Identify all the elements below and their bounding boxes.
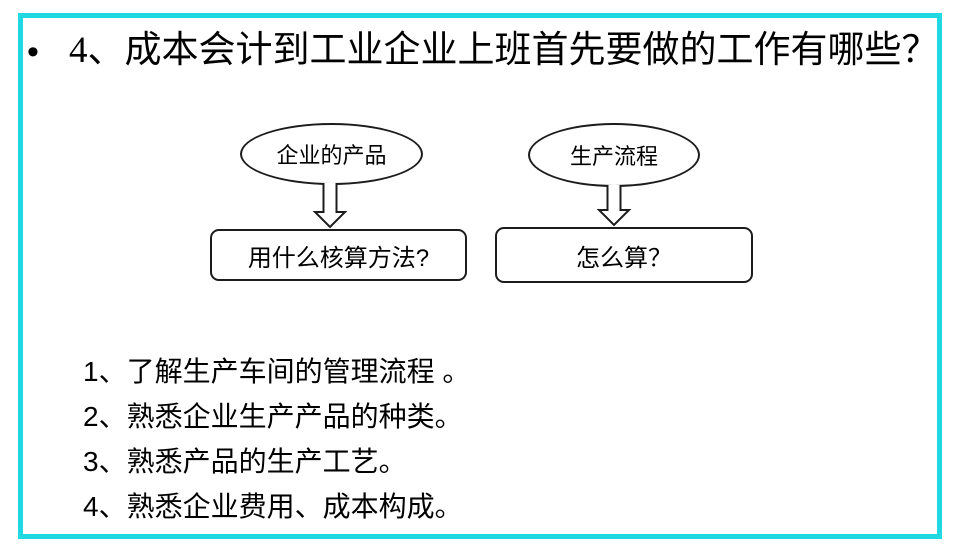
ellipse-enterprise-products: 企业的产品: [240, 123, 423, 185]
ellipse-production-process-label: 生产流程: [569, 144, 658, 169]
slide: • 4、成本会计到工业企业上班首先要做的工作有哪些？ 企业的产品 用什么核算方法…: [18, 13, 942, 539]
bullet-icon: •: [27, 33, 39, 71]
ellipse-enterprise-products-label: 企业的产品: [276, 143, 387, 168]
list-item: 4、熟悉企业费用、成本构成。: [83, 491, 463, 522]
list-item: 3、熟悉产品的生产工艺。: [83, 446, 407, 477]
task-list: 1、了解生产车间的管理流程 。 2、熟悉企业生产产品的种类。 3、熟悉产品的生产…: [83, 349, 643, 529]
list-item: 1、了解生产车间的管理流程 。: [83, 356, 471, 387]
list-item: 2、熟悉企业生产产品的种类。: [83, 401, 463, 432]
box-calculation-method-label: 用什么核算方法?: [247, 244, 430, 272]
down-arrow-icon: [312, 183, 348, 229]
page-title: 4、成本会计到工业企业上班首先要做的工作有哪些？: [69, 30, 939, 71]
box-how-to-calculate-question: 怎么算？: [495, 227, 753, 283]
box-calculation-method-question: 用什么核算方法?: [210, 229, 467, 281]
down-arrow-icon: [596, 185, 632, 227]
box-how-to-calculate-label: 怎么算？: [576, 244, 672, 272]
ellipse-production-process: 生产流程: [528, 123, 700, 187]
